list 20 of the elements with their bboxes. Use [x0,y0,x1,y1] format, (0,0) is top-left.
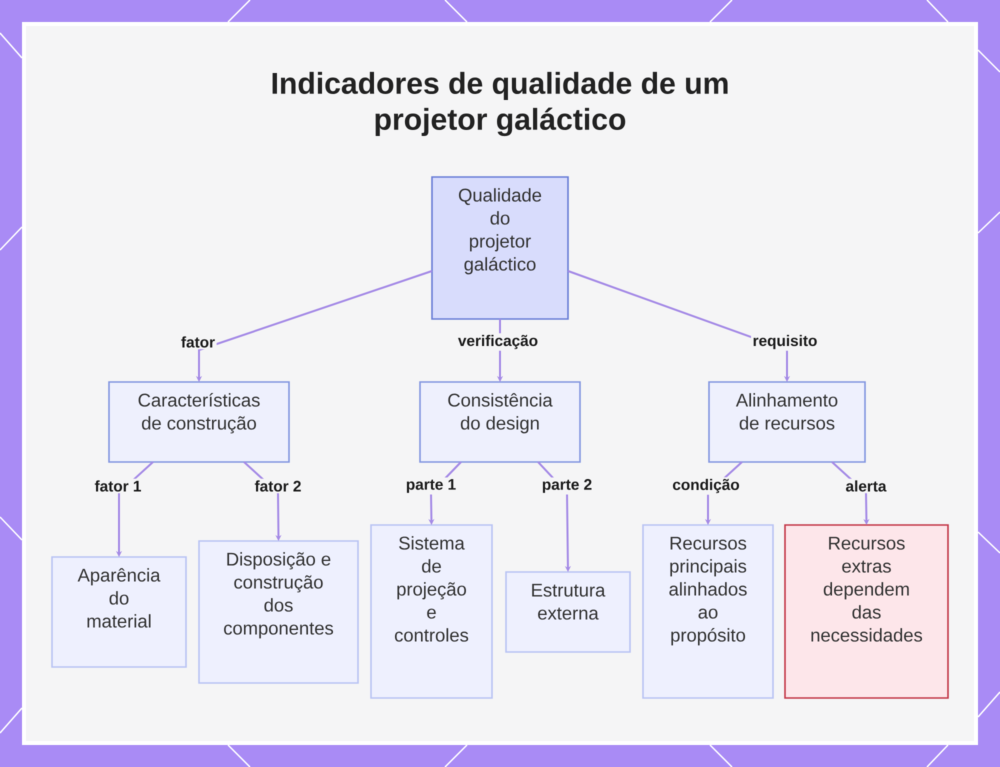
edge-label: fator 2 [252,478,304,494]
root-box: Qualidade do projetor galáctico [431,176,569,320]
alert-box: Recursos extras dependem das necessidades [784,524,949,699]
edge-label: condição [670,477,742,495]
leaf-box: Sistema de projeção e controles [370,524,493,699]
leaf-box: Disposição e construção dos componentes [198,540,359,684]
leaf-box: Estrutura externa [505,571,631,653]
branch-box: Alinhamento de recursos [708,381,866,463]
leaf-box: Aparência do material [51,556,187,668]
branch-box: Características de construção [108,381,290,463]
edge-label: alerta [844,478,888,494]
edge-label: fator [179,334,217,350]
title: Indicadores de qualidade de um projetor galáctico [272,72,728,136]
edge-label: parte 1 [404,478,458,494]
edge-label: fator 1 [92,478,144,494]
edge-label: parte 2 [540,477,594,495]
edge-label: requisito [751,333,819,351]
leaf-box: Recursos principais alinhados ao propósito [642,524,774,699]
branch-box: Consistência do design [419,381,581,463]
edge-label: verificação [456,333,540,351]
